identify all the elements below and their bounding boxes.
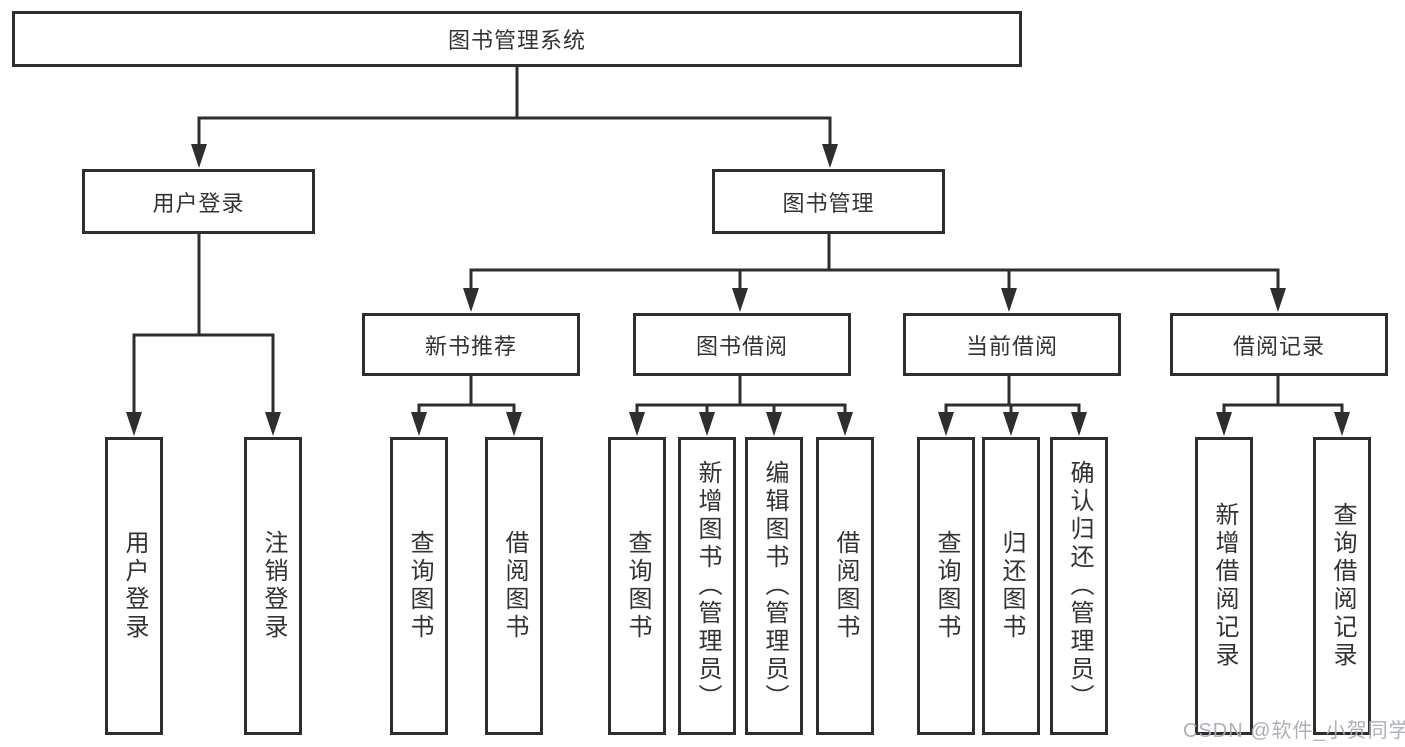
node-book-borrow: 图书借阅 (633, 313, 851, 376)
leaf-user-login: 用户登录 (105, 437, 163, 735)
arrowhead (1003, 412, 1019, 436)
arrowhead (766, 412, 782, 436)
arrowhead (1334, 412, 1350, 436)
leaf-label: 查询借阅记录 (1329, 502, 1356, 670)
arrowhead (1071, 412, 1087, 436)
leaf-confirm-return-admin: 确认归还（管理员） (1050, 437, 1108, 735)
leaf-label: 查询图书 (624, 530, 651, 642)
leaf-label: 用户登录 (121, 530, 148, 642)
leaf-borrow-books-recommend: 借阅图书 (485, 437, 543, 735)
arrowhead (822, 144, 838, 168)
leaf-query-books-current: 查询图书 (917, 437, 975, 735)
arrowhead (191, 144, 207, 168)
arrowhead (506, 412, 522, 436)
leaf-label: 查询图书 (933, 530, 960, 642)
arrowhead (265, 412, 281, 436)
node-borrow-records: 借阅记录 (1170, 313, 1388, 376)
node-current-borrow: 当前借阅 (903, 313, 1121, 376)
arrowhead (938, 412, 954, 436)
leaf-query-books-borrow: 查询图书 (608, 437, 666, 735)
leaf-label: 借阅图书 (832, 530, 859, 642)
leaf-add-borrow-record: 新增借阅记录 (1195, 437, 1253, 735)
node-new-book-recommend: 新书推荐 (362, 313, 580, 376)
leaf-label: 注销登录 (260, 530, 287, 642)
arrowhead (699, 412, 715, 436)
leaf-label: 借阅图书 (501, 530, 528, 642)
leaf-query-borrow-record: 查询借阅记录 (1313, 437, 1371, 735)
leaf-label: 归还图书 (998, 530, 1025, 642)
leaf-label: 编辑图书（管理员） (761, 460, 788, 712)
arrowhead (837, 412, 853, 436)
leaf-label: 查询图书 (406, 530, 433, 642)
arrowhead (1270, 288, 1286, 312)
leaf-label: 新增图书（管理员） (694, 460, 721, 712)
node-user-login: 用户登录 (82, 169, 315, 234)
node-book-management: 图书管理 (712, 169, 945, 234)
arrowhead (1216, 412, 1232, 436)
arrowhead (629, 412, 645, 436)
arrowhead (1001, 288, 1017, 312)
leaf-add-book-admin: 新增图书（管理员） (678, 437, 736, 735)
leaf-borrow-books: 借阅图书 (816, 437, 874, 735)
arrowhead (732, 288, 748, 312)
leaf-label: 新增借阅记录 (1211, 502, 1238, 670)
leaf-label: 确认归还（管理员） (1066, 460, 1093, 712)
leaf-return-book: 归还图书 (982, 437, 1040, 735)
arrowhead (411, 412, 427, 436)
leaf-query-books-recommend: 查询图书 (390, 437, 448, 735)
node-root: 图书管理系统 (12, 11, 1022, 67)
arrowhead (126, 412, 142, 436)
arrowhead (463, 288, 479, 312)
leaf-logout: 注销登录 (244, 437, 302, 735)
watermark: CSDN @软件_小贺同学 (1183, 720, 1405, 742)
leaf-edit-book-admin: 编辑图书（管理员） (745, 437, 803, 735)
